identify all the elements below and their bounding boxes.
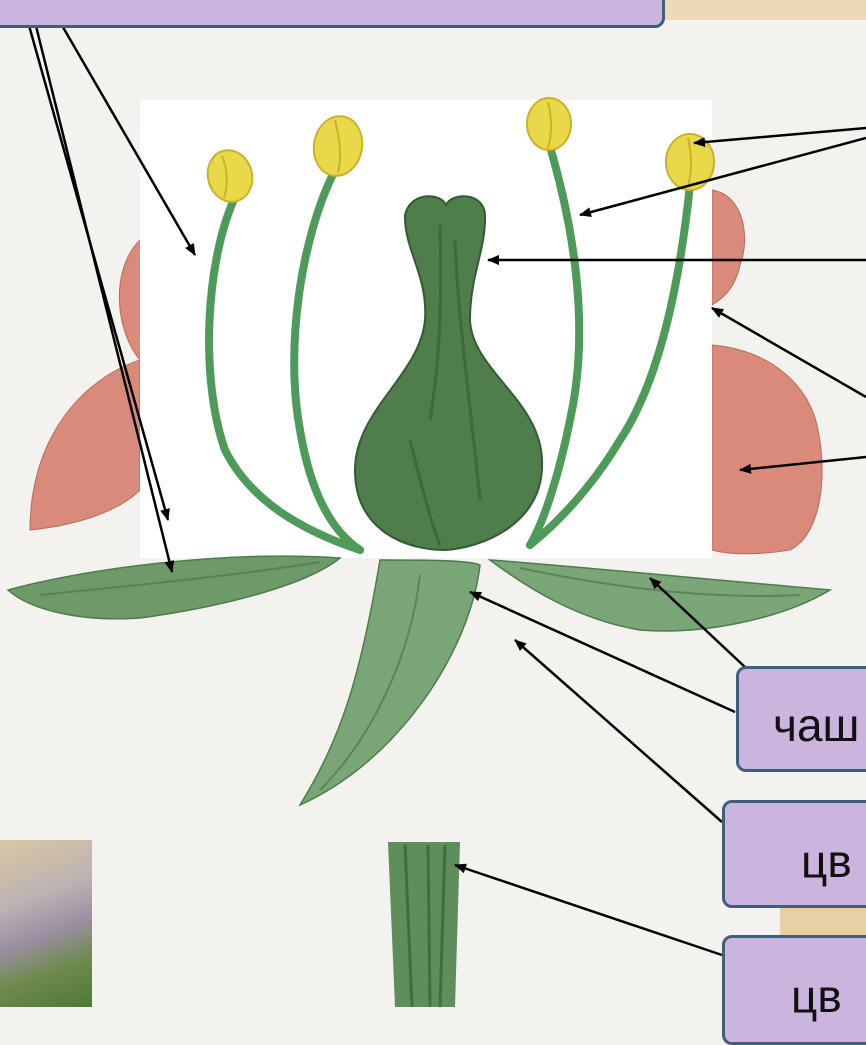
label-box-sepals: чаш [736, 666, 866, 772]
petal-right-back [712, 190, 745, 305]
arrow-to-anther [694, 128, 866, 143]
petal-left [30, 360, 140, 530]
label-sepals-text: чаш [773, 702, 859, 748]
label-box-top [0, 0, 665, 28]
arrow-to-receptacle [515, 640, 722, 822]
arrow-to-pedicel [455, 865, 722, 955]
label-pedicel-text: цв [791, 973, 842, 1019]
label-box-receptacle: цв [722, 800, 866, 908]
petal-right [712, 345, 822, 554]
label-box-pedicel: цв [722, 935, 866, 1045]
pedicel [388, 842, 460, 1007]
label-receptacle-text: цв [801, 838, 852, 884]
anther-3 [527, 98, 571, 150]
